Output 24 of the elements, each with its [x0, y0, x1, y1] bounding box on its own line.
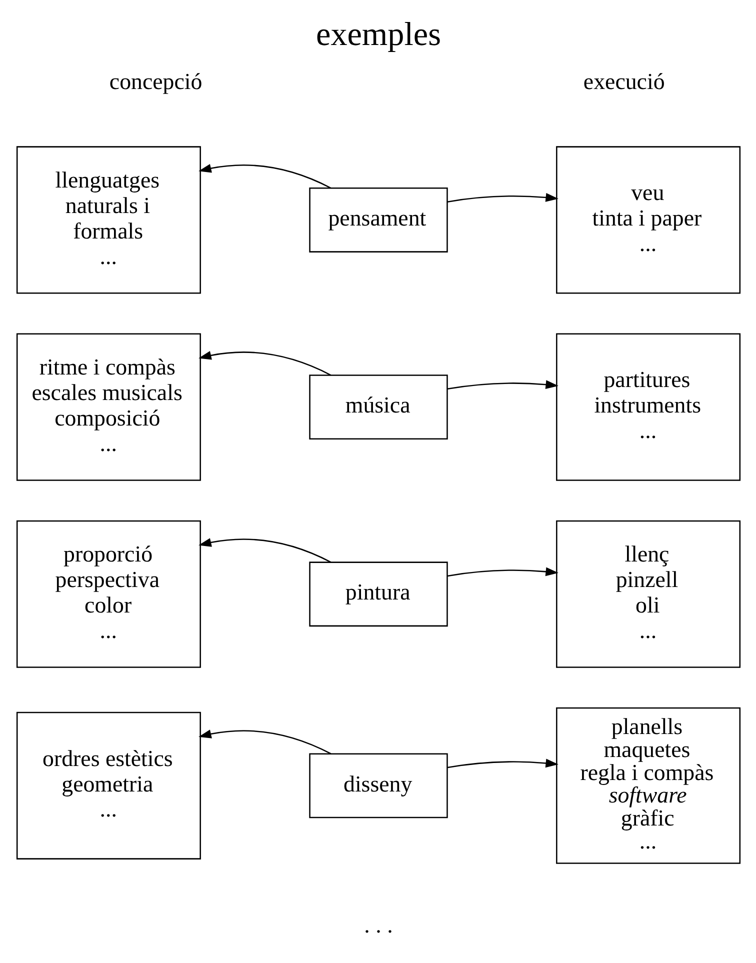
node-box: pintura: [308, 562, 448, 627]
arrow: [446, 380, 558, 390]
label: execució: [582, 68, 664, 94]
diagram-title: exemples: [316, 16, 440, 53]
node-box: proporció perspectiva color ...: [16, 520, 200, 668]
node-box: pensament: [308, 188, 448, 252]
arrow: [446, 567, 558, 577]
arrow: [198, 538, 331, 563]
node-box: veu tinta i paper ...: [556, 146, 740, 294]
node-box: planells maquetes regla i compàs software gràfic ...: [556, 707, 740, 864]
node-box: ritme i compàs escales musicals composició ...: [16, 333, 200, 481]
node-box: música: [308, 374, 448, 440]
arrow: [446, 193, 558, 202]
label: concepció: [108, 68, 202, 94]
node-box: disseny: [308, 753, 448, 818]
arrow: [198, 164, 331, 189]
arrow: [446, 758, 558, 768]
node-box: partitures instruments ...: [556, 333, 740, 481]
arrow: [198, 351, 331, 376]
label: . . .: [364, 912, 392, 938]
node-box: llenguatges naturals i formals ...: [16, 146, 200, 294]
arrow: [198, 730, 331, 754]
node-box: llenç pinzell oli ...: [556, 520, 740, 668]
node-box: ordres estètics geometria ...: [16, 712, 200, 860]
